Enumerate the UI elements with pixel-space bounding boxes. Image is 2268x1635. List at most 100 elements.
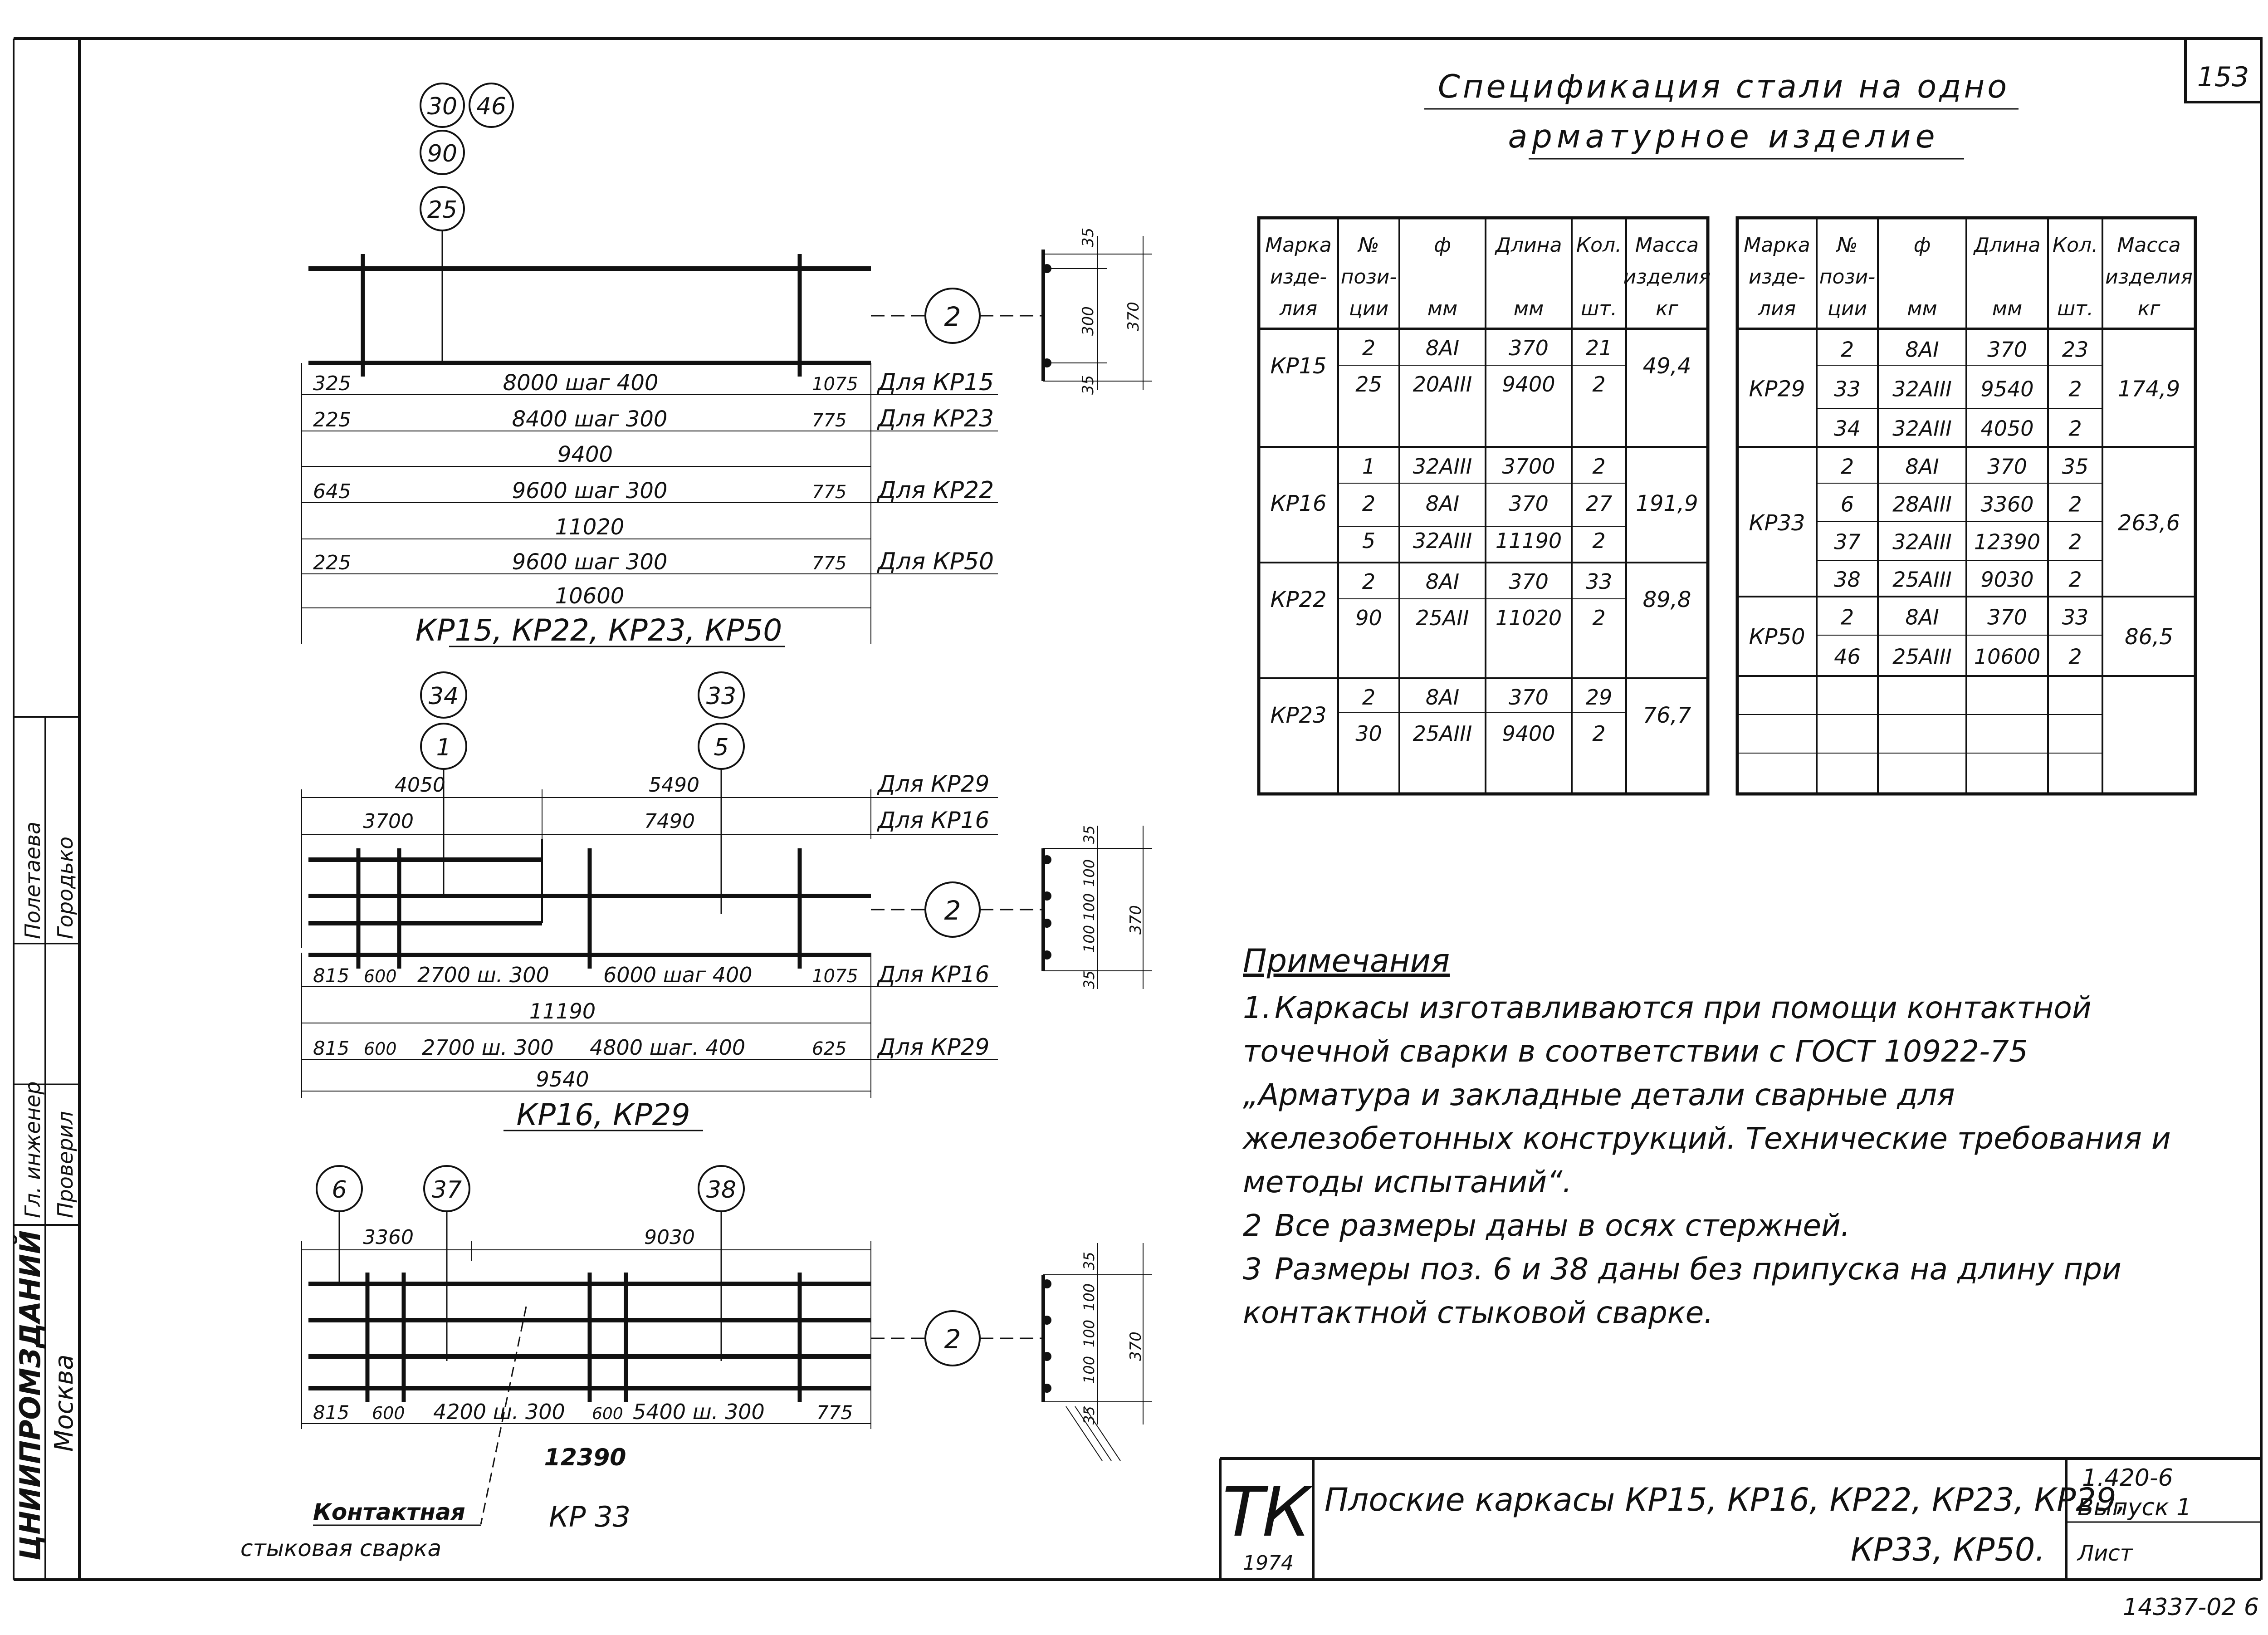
notes: Примечания 1.Каркасы изготавливаются при… [1243,939,2195,1335]
svg-text:815: 815 [313,964,349,987]
svg-text:8400 шаг 300: 8400 шаг 300 [512,406,668,432]
svg-text:Для КР29: Для КР29 [877,771,989,797]
frame3-top-dimensions: 3360 9030 [301,1226,871,1429]
table-cell: 29 [1586,685,1613,710]
table-cell: 2 [1362,685,1375,710]
svg-text:645: 645 [313,480,351,503]
svg-text:370: 370 [1127,905,1145,935]
table-cell: 10600 [1974,645,2040,669]
table-cell: 9030 [1980,568,2033,592]
spec-table-right [1735,216,2197,796]
table-header-cell: Длина [1495,234,1562,257]
frame3-dimensions: 815 600 4200 ш. 300 600 5400 ш. 300 775 … [302,1400,871,1471]
svg-text:35: 35 [1080,970,1098,989]
frame2-bubble-33: 33 [698,671,745,719]
table-cell: 2 [1592,372,1605,397]
table-header-cell: кг [1656,297,1679,320]
frame2-dimensions: 815 600 2700 ш. 300 6000 шаг 400 1075 Дл… [301,953,998,1098]
table-cell: 32АIII [1413,454,1472,479]
svg-text:100: 100 [1080,893,1098,921]
table-cell: 21 [1586,336,1613,360]
table-cell: 8АI [1905,338,1939,362]
frame3-total-length: 12390 [544,1444,626,1471]
table-header-cell: изде- [1749,265,1805,289]
table-header-cell: Кол. [1576,234,1622,257]
svg-text:600: 600 [592,1405,623,1423]
svg-text:775: 775 [812,410,846,431]
svg-text:300: 300 [1079,306,1097,336]
svg-text:46: 46 [476,93,506,120]
page-number-box: 153 [2184,37,2263,103]
stamp-role-checker: Проверил [53,1111,78,1218]
table-header-cell: № [1357,234,1379,257]
frame1-bubble-25: 25 [420,186,465,231]
frame1-caption: КР15, КР22, КР23, КР50 [415,613,782,648]
table-header-cell: шт. [1581,297,1617,320]
frame1-section-bubble: 2 [924,288,981,344]
svg-text:25: 25 [427,196,457,224]
title-block: ТК 1974 Плоские каркасы КР15, КР16, КР22… [1219,1457,2261,1580]
table-header-cell: № [1836,234,1858,257]
frame2-top-dimensions: 4050 5490 Для КР29 3700 7490 Для КР16 [301,771,998,948]
table-cell: 2 [2068,530,2082,554]
table-cell: 25АIII [1892,568,1952,592]
table-header-cell: ф [1434,234,1451,257]
spec-title-line2: арматурное изделие [1508,118,1939,155]
table-cell: 8АI [1426,569,1459,594]
table-cell: 6 [1841,492,1854,517]
frame1-bubble-46: 46 [469,83,514,128]
table-cell: 5 [1362,529,1375,553]
stamp-role-chief: Гл. инженер [20,1081,45,1218]
table-cell: 33 [2062,605,2089,630]
table-header-cell: изделия [1623,265,1711,289]
frame2-section: 35 100 100 100 35 370 [1041,825,1152,989]
table-cell: 1 [1362,454,1375,479]
svg-text:4050: 4050 [395,773,445,797]
table-header-cell: ции [1828,297,1867,320]
svg-text:600: 600 [364,966,397,986]
stamp-name-1: Полетаева [20,822,45,939]
svg-text:6: 6 [332,1176,347,1204]
table-cell: 27 [1586,491,1613,516]
frame2-drawing: 34 1 33 5 4050 5490 Для КР29 3700 7490 [301,671,1152,1132]
table-cell: 2 [1362,336,1375,360]
table-header-cell: изделия [2105,265,2193,289]
svg-text:Для КР50: Для КР50 [877,548,994,575]
svg-text:1: 1 [436,734,451,761]
table-cell: 370 [1987,338,2027,362]
table-cell: 370 [1987,455,2027,479]
table-cell: 46 [1834,645,1861,669]
table-cell: 35 [2062,455,2089,479]
svg-text:325: 325 [313,372,351,395]
note-item-1: 1.Каркасы изготавливаются при помощи кон… [1243,990,2171,1199]
svg-text:11190: 11190 [529,999,596,1023]
footer-code: 14337-02 6 [2123,1594,2259,1621]
svg-text:625: 625 [812,1038,846,1059]
frame3-bubble-6: 6 [316,1165,363,1212]
svg-text:Для КР16: Для КР16 [877,961,989,988]
table-mark-cell: КР16 [1270,491,1326,516]
svg-text:100: 100 [1080,925,1098,953]
table-mass-cell: 49,4 [1643,353,1691,379]
svg-text:Для КР22: Для КР22 [877,477,994,504]
svg-text:9030: 9030 [644,1226,695,1249]
svg-text:100: 100 [1080,859,1098,887]
table-header-cell: Масса [1635,234,1699,257]
frame2-bubble-1: 1 [420,723,467,770]
frame3-caption: КР 33 [549,1500,631,1533]
table-mass-cell: 89,8 [1643,587,1691,612]
svg-text:600: 600 [364,1039,397,1059]
table-mass-cell: 76,7 [1643,703,1691,728]
spec-title-line1: Спецификация стали на одно [1438,68,2009,105]
table-header-cell: Марка [1744,234,1810,257]
side-stamp: ЦНИИПРОМЗДАНИЙ Москва Гл. инженер Провер… [14,716,79,1580]
table-cell: 370 [1509,569,1549,594]
table-header-cell: мм [1514,297,1544,320]
svg-text:370: 370 [1124,302,1143,331]
stamp-organization: ЦНИИПРОМЗДАНИЙ [14,1230,47,1561]
table-cell: 12390 [1974,530,2040,554]
svg-text:2700 ш. 300: 2700 ш. 300 [417,963,549,987]
title-issue: Выпуск 1 [2077,1494,2191,1521]
table-cell: 90 [1355,606,1382,630]
